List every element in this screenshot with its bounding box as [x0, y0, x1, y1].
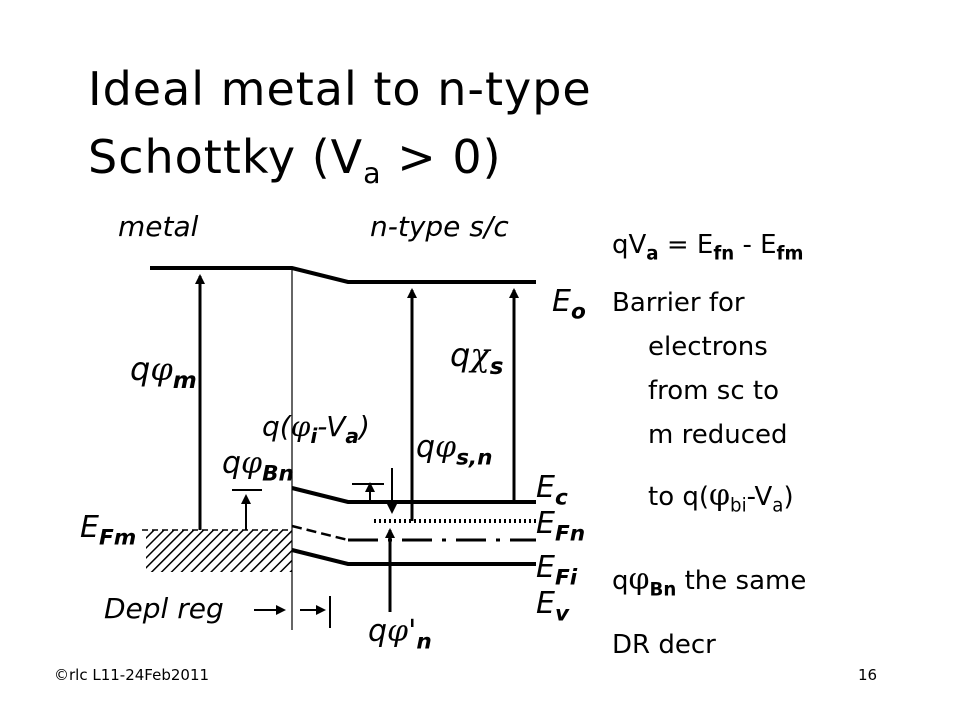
title-text: Schottky (V: [88, 130, 364, 184]
chi-char: χ: [470, 336, 490, 374]
qchi-s-label: qχs: [450, 336, 503, 380]
q-char: q: [416, 430, 436, 465]
e-char: E: [552, 284, 571, 319]
qphi-bn-label: qφBn: [222, 446, 294, 487]
subscript: bi: [730, 495, 747, 517]
e-fn-label: EFn: [536, 506, 585, 547]
qphi-m-label: qφm: [130, 350, 197, 394]
subscript: Fi: [554, 565, 578, 591]
note-to-expression: to q(φbi-Va): [648, 478, 794, 516]
metal-hatch: [146, 530, 292, 572]
metal-label: metal: [118, 210, 199, 243]
footer-copyright: ©rlc L11-24Feb2011: [54, 666, 210, 684]
qphi-sn-label: qφs,n: [416, 430, 493, 471]
text: = E: [658, 230, 714, 260]
title-text-end: > 0): [381, 130, 502, 184]
title-subscript: a: [363, 156, 382, 190]
note-equation: qVa = Efn - Efm: [612, 230, 803, 264]
qphi-n-prime-label: qφ'n: [368, 614, 432, 655]
vacuum-level-line: [150, 266, 536, 284]
subscript: o: [570, 299, 586, 325]
subscript: s,n: [456, 445, 493, 471]
text: ): [358, 410, 370, 443]
phi-char: φ: [387, 614, 409, 649]
e-char: E: [536, 586, 555, 621]
subscript: Bn: [262, 461, 294, 487]
e-v-label: Ev: [536, 586, 569, 627]
valence-band-line: [291, 548, 536, 566]
text: ): [783, 482, 794, 512]
text: -V: [317, 410, 346, 443]
subscript: s: [489, 354, 504, 381]
e-char: E: [536, 470, 555, 505]
subscript: a: [772, 495, 784, 517]
note-dr-decr: DR decr: [612, 630, 716, 660]
subscript: a: [345, 424, 359, 449]
note-barrier-line-1: Barrier for: [612, 288, 745, 318]
subscript: fn: [713, 243, 735, 265]
text: the same: [676, 566, 807, 596]
subscript: v: [554, 601, 570, 627]
qphi-i-va-label: q(φi-Va): [262, 410, 370, 448]
subscript: Bn: [649, 579, 677, 601]
footer-page-number: 16: [858, 666, 878, 684]
text: qV: [612, 230, 647, 260]
text: - E: [734, 230, 777, 260]
text: q(: [262, 410, 291, 443]
q-char: q: [130, 350, 151, 388]
phi-char: φ: [241, 446, 263, 481]
semiconductor-label: n-type s/c: [370, 210, 509, 243]
phi-char: φ: [435, 430, 457, 465]
title-line-1: Ideal metal to n-type: [88, 62, 592, 116]
e-c-label: Ec: [536, 470, 568, 511]
subscript: m: [172, 368, 197, 395]
text: -V: [746, 482, 773, 512]
phi-char: φ: [150, 350, 173, 388]
text: to q(: [648, 482, 710, 512]
q-char: q: [450, 336, 471, 374]
phi-char: φ: [628, 562, 650, 597]
note-barrier-line-2: electrons: [648, 332, 768, 362]
intrinsic-level-line: [291, 524, 349, 542]
prime-char: ': [408, 614, 417, 649]
e-char: E: [80, 510, 99, 545]
subscript: Fm: [98, 525, 137, 551]
e-char: E: [536, 506, 555, 541]
conduction-band-line: [291, 486, 536, 504]
title-line-2: Schottky (Va > 0): [88, 130, 502, 190]
e-fi-label: EFi: [536, 550, 577, 591]
q-char: q: [368, 614, 388, 649]
subscript: a: [646, 243, 659, 265]
e-fm-label: EFm: [80, 510, 136, 551]
phi-char: φ: [290, 410, 311, 443]
note-barrier-line-3: from sc to: [648, 376, 779, 406]
phi-char: φ: [709, 478, 731, 513]
subscript: i: [310, 424, 318, 449]
note-barrier-line-4: m reduced: [648, 420, 788, 450]
q-char: q: [222, 446, 242, 481]
subscript: Fn: [554, 521, 586, 547]
subscript: n: [416, 629, 432, 655]
subscript: c: [554, 485, 568, 511]
e-char: E: [536, 550, 555, 585]
subscript: fm: [776, 243, 804, 265]
q-char: q: [612, 566, 629, 596]
note-same: qφBn the same: [612, 562, 806, 600]
depl-reg-label: Depl reg: [104, 592, 224, 625]
e-o-label: Eo: [552, 284, 586, 325]
